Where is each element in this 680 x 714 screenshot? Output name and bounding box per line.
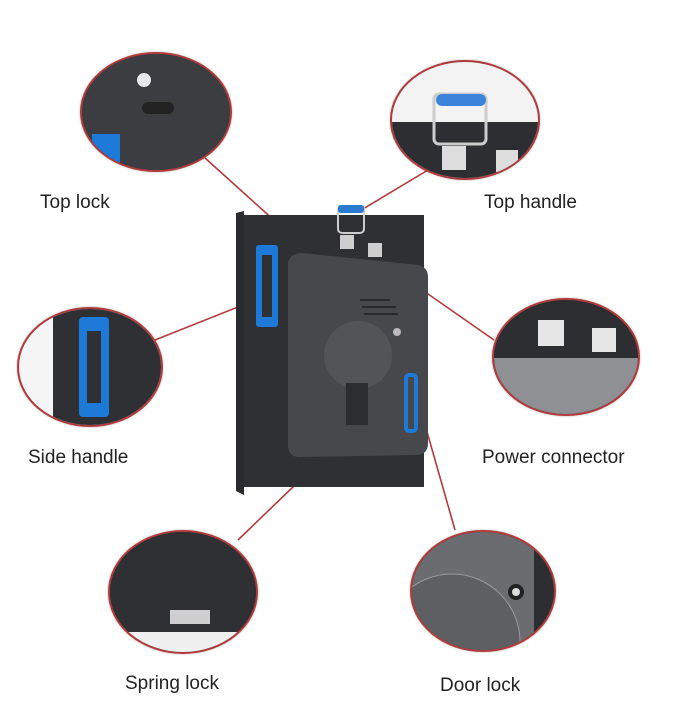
label-top-handle: Top handle [484,192,577,213]
label-door-lock: Door lock [440,675,521,696]
top-handle-detail [390,60,540,180]
label-power-connector: Power connector [482,447,625,468]
spring-lock-detail [108,530,258,654]
power-connector-detail [492,298,640,416]
side-handle-detail [17,307,163,427]
label-spring-lock: Spring lock [125,673,219,694]
led-cabinet-image [236,205,428,495]
door-lock-detail [410,530,556,652]
label-side-handle: Side handle [28,447,129,468]
top-lock-detail [80,52,232,172]
label-top-lock: Top lock [40,192,110,213]
